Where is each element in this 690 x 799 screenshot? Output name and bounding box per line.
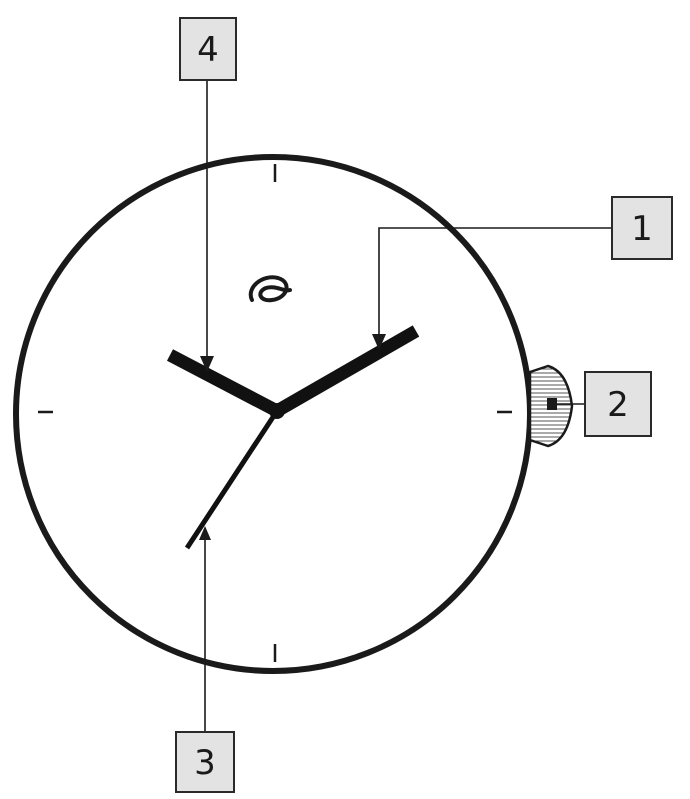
callout-label-1: 1	[631, 209, 653, 249]
callout-box-4	[179, 17, 237, 81]
brand-logo-icon	[248, 275, 292, 303]
callout-3: 3	[175, 526, 235, 793]
minute-hand	[166, 349, 281, 417]
callout-label-3: 3	[194, 743, 216, 783]
second-hand	[184, 409, 280, 550]
arrowhead-3	[199, 526, 211, 540]
arrowhead-4	[200, 356, 214, 372]
callout-4: 4	[179, 17, 237, 372]
callout-1: 1	[372, 196, 673, 350]
center-pivot	[269, 403, 285, 419]
callout-box-3	[175, 731, 235, 793]
callout-box-1	[611, 196, 673, 260]
callout-label-2: 2	[607, 385, 629, 425]
callout-box-2	[584, 371, 652, 437]
leader-line-1	[378, 227, 612, 336]
callout-label-4: 4	[197, 30, 219, 70]
hour-hand	[273, 325, 420, 417]
arrowhead-1	[372, 334, 386, 350]
callout-2: 2	[557, 371, 652, 437]
crown-icon	[528, 364, 574, 448]
